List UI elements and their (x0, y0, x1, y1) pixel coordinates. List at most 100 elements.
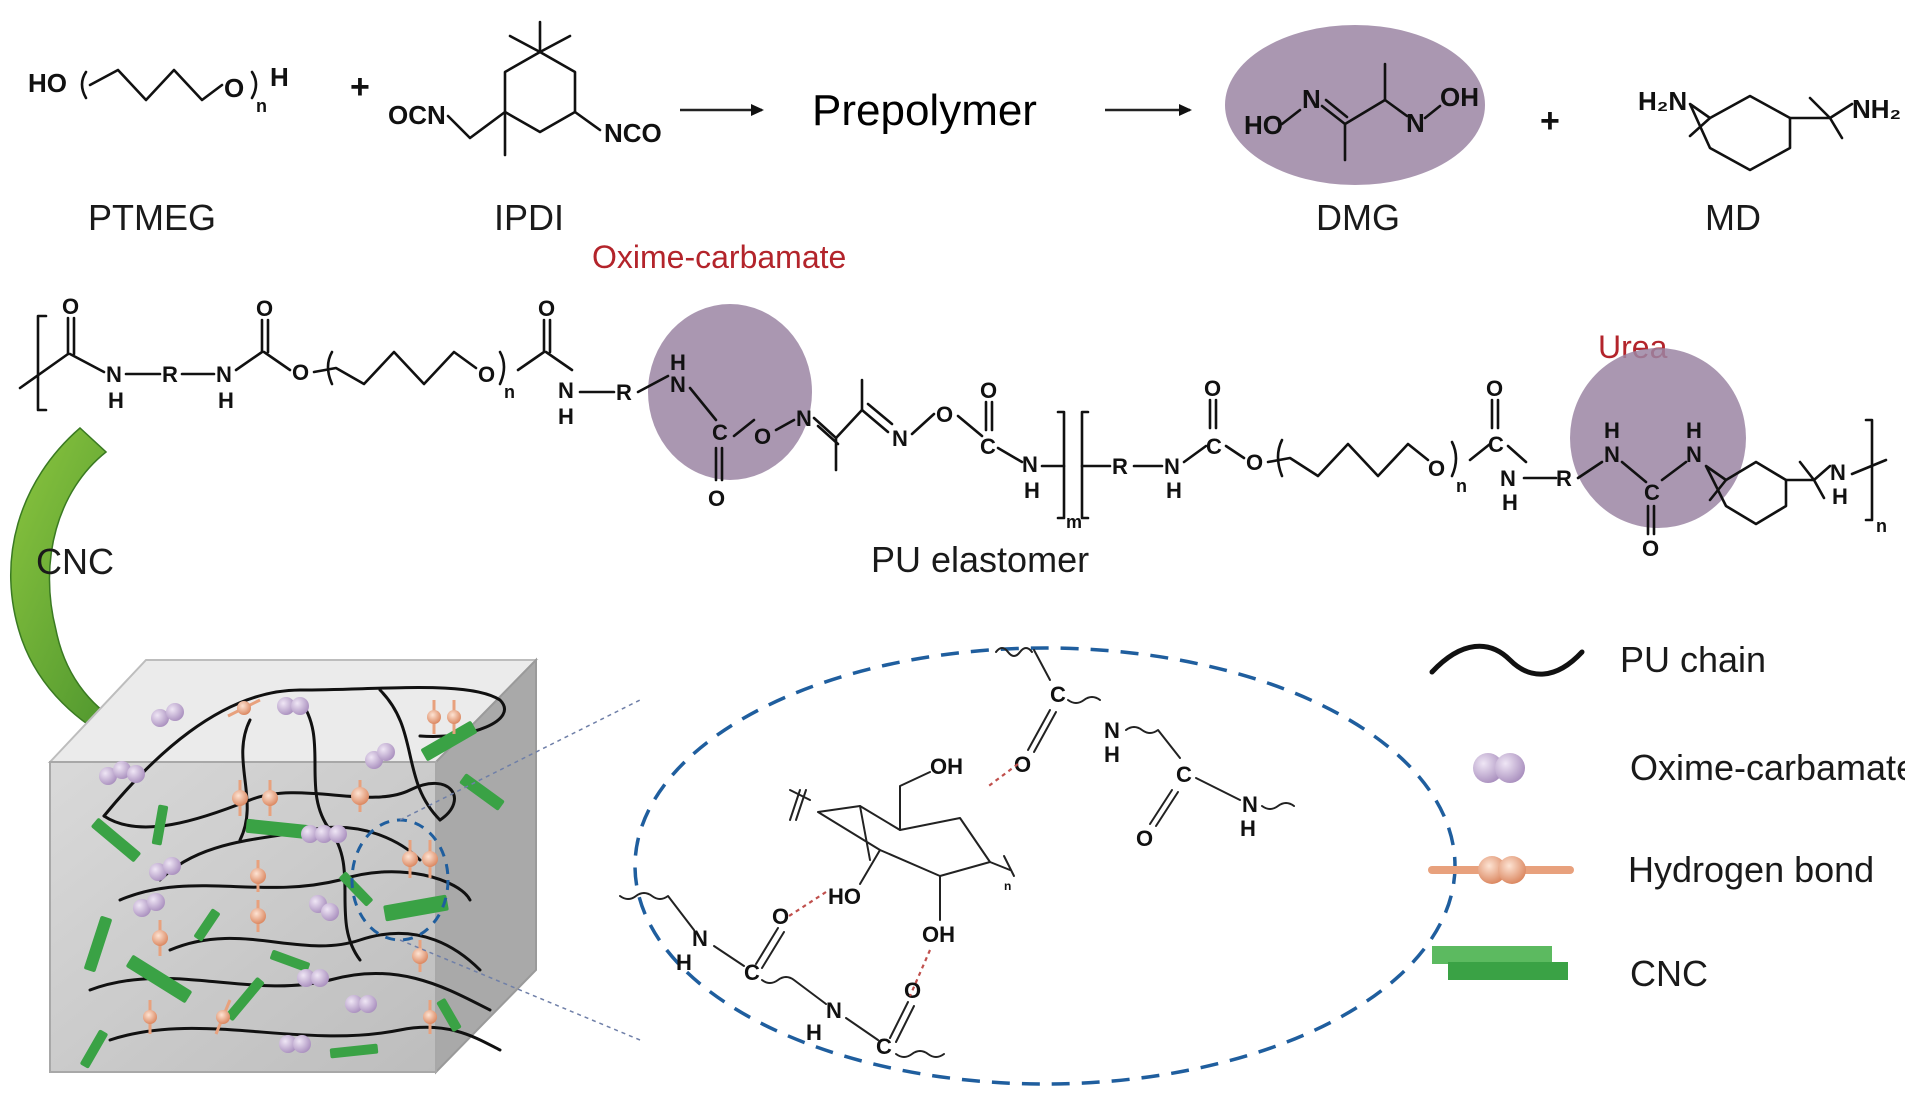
svg-text:O: O (1428, 456, 1445, 481)
orange-dumbbell-icon (1428, 856, 1574, 884)
svg-text:HO: HO (828, 884, 861, 909)
zoom-detail-ellipse (633, 646, 1457, 1086)
md-nh2: NH₂ (1852, 94, 1901, 124)
svg-text:R: R (616, 380, 632, 405)
svg-text:O: O (1204, 376, 1221, 401)
svg-text:C: C (1488, 432, 1504, 457)
dmg-n1: N (1302, 84, 1321, 114)
md-label: MD (1705, 197, 1761, 238)
legend: PU chain Oxime-carbamate Hydrogen bond C… (1428, 639, 1905, 994)
cnc-process-label: CNC (36, 541, 114, 582)
ptmeg-ho: HO (28, 68, 67, 98)
legend-label-pu-chain: PU chain (1620, 639, 1766, 680)
ipdi-nco: NCO (604, 118, 662, 148)
svg-text:O: O (256, 296, 273, 321)
svg-text:n: n (1004, 879, 1011, 893)
green-bars-icon (1432, 946, 1568, 980)
legend-item-cnc: CNC (1432, 946, 1708, 994)
svg-text:R: R (1112, 454, 1128, 479)
svg-text:H: H (670, 350, 686, 375)
legend-label-cnc: CNC (1630, 953, 1708, 994)
legend-item-hydrogen-bond: Hydrogen bond (1428, 849, 1874, 890)
svg-text:N: N (1164, 454, 1180, 479)
svg-text:N: N (796, 406, 812, 431)
dmg-highlight (1225, 25, 1485, 185)
svg-text:C: C (1206, 434, 1222, 459)
legend-label-oxime-carbamate: Oxime-carbamate (1630, 747, 1905, 788)
svg-text:N: N (826, 998, 842, 1023)
hydrogen-bonds (143, 698, 461, 1035)
svg-text:m: m (1066, 512, 1082, 532)
svg-text:n: n (504, 382, 515, 402)
svg-text:C: C (1644, 480, 1660, 505)
svg-text:OH: OH (930, 754, 963, 779)
svg-text:O: O (754, 424, 771, 449)
svg-text:O: O (1136, 826, 1153, 851)
svg-text:N: N (216, 362, 232, 387)
pu-elastomer-label: PU elastomer (871, 539, 1089, 580)
md-structure: H₂N NH₂ MD (1638, 86, 1901, 238)
pu-elastomer-structure: O N H R N H O O O n O N H R H N C O O (18, 294, 1888, 561)
svg-text:O: O (904, 978, 921, 1003)
svg-text:R: R (1556, 466, 1572, 491)
svg-text:N: N (1500, 466, 1516, 491)
svg-text:H: H (1166, 478, 1182, 503)
svg-text:N: N (1604, 442, 1620, 467)
urea-highlight (1570, 348, 1746, 528)
svg-text:N: N (1830, 460, 1846, 485)
dmg-oh: OH (1440, 82, 1479, 112)
legend-label-hydrogen-bond: Hydrogen bond (1628, 849, 1874, 890)
cnc-rods (80, 721, 505, 1069)
svg-text:H: H (1240, 816, 1256, 841)
pu-chain-icon (1429, 643, 1585, 677)
svg-text:O: O (980, 378, 997, 403)
ptmeg-n: n (256, 96, 267, 116)
oxime-carbamate-spheres (99, 697, 395, 1053)
svg-text:N: N (692, 926, 708, 951)
dmg-n2: N (1406, 108, 1425, 138)
svg-text:H: H (1502, 490, 1518, 515)
ptmeg-o: O (224, 73, 244, 103)
svg-text:H: H (1686, 418, 1702, 443)
svg-text:H: H (806, 1020, 822, 1045)
svg-text:H: H (1604, 418, 1620, 443)
oxime-carbamate-label: Oxime-carbamate (592, 239, 846, 275)
ptmeg-structure: HO O n H PTMEG (28, 62, 289, 238)
svg-text:O: O (1486, 376, 1503, 401)
svg-text:H: H (1832, 484, 1848, 509)
svg-text:N: N (1104, 718, 1120, 743)
svg-text:O: O (478, 362, 495, 387)
svg-text:O: O (1246, 450, 1263, 475)
svg-text:C: C (876, 1034, 892, 1059)
svg-text:n: n (1876, 516, 1887, 536)
dmg-structure: HO N N OH DMG (1225, 25, 1485, 238)
svg-text:N: N (558, 378, 574, 403)
ipdi-structure: OCN NCO IPDI (388, 20, 662, 238)
svg-text:O: O (62, 294, 79, 319)
svg-text:N: N (670, 372, 686, 397)
legend-item-pu-chain: PU chain (1429, 639, 1766, 680)
ptmeg-h: H (270, 62, 289, 92)
zoomed-molecular-detail: C O N H C O N H OH HO OH n N H C O N (619, 647, 1295, 1059)
svg-text:C: C (980, 434, 996, 459)
svg-text:N: N (892, 426, 908, 451)
svg-text:H: H (558, 404, 574, 429)
svg-text:O: O (708, 486, 725, 511)
dmg-label: DMG (1316, 197, 1400, 238)
md-h2n: H₂N (1638, 86, 1687, 116)
svg-text:O: O (538, 296, 555, 321)
svg-text:N: N (106, 362, 122, 387)
svg-text:n: n (1456, 476, 1467, 496)
ipdi-label: IPDI (494, 197, 564, 238)
svg-text:O: O (292, 360, 309, 385)
svg-text:O: O (1642, 536, 1659, 561)
svg-text:N: N (1242, 792, 1258, 817)
purple-spheres-icon (1473, 753, 1525, 783)
ipdi-ocn: OCN (388, 100, 446, 130)
svg-text:N: N (1022, 452, 1038, 477)
svg-text:N: N (1686, 442, 1702, 467)
oxime-carbamate-highlight (648, 304, 812, 480)
svg-text:O: O (936, 402, 953, 427)
plus-sign-2: + (1540, 102, 1560, 140)
